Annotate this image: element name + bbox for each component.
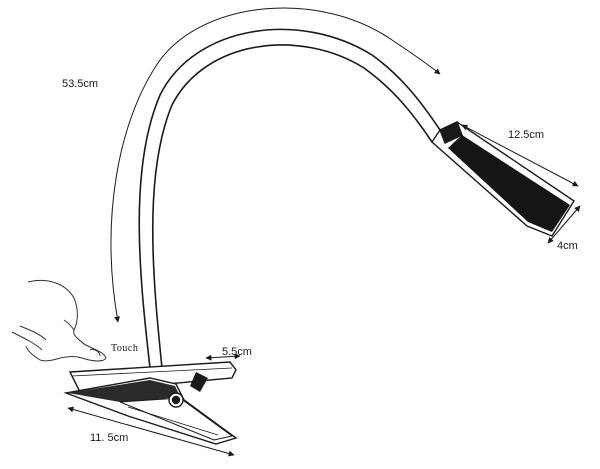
clip-length-arrow (67, 406, 235, 457)
touch-label: Touch (111, 343, 139, 354)
clip-opening-arrow (205, 353, 241, 361)
hand-illustration (11, 279, 107, 362)
head-length-arrow (461, 124, 579, 187)
head-length-label: 12.5cm (508, 129, 545, 141)
head-width-arrow (547, 205, 581, 244)
arm-length-arrow (110, 7, 441, 323)
dimension-arrows (67, 7, 581, 457)
lamp-head (431, 121, 575, 237)
clip-opening-label: 5.5cm (222, 346, 252, 358)
head-width-label: 4cm (557, 240, 578, 252)
clip-length-label: 11. 5cm (90, 432, 129, 444)
gooseneck-arm (138, 28, 441, 369)
arm-length-label: 53.5cm (62, 78, 99, 90)
